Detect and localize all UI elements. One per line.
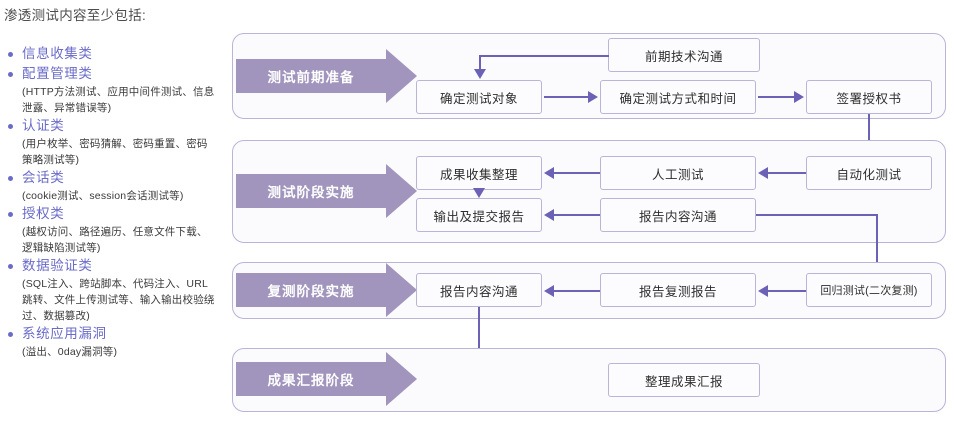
node-output-submit-report[interactable]: 输出及提交报告 [416,198,542,232]
list-item-label: 数据验证类 [22,258,93,273]
connector-line [554,172,600,174]
stage-arrowhead-icon [386,49,417,103]
connector-line [876,214,878,266]
connector-arrowhead-icon [758,167,768,179]
bullet-dot-icon [8,212,13,217]
connector-line [479,55,609,57]
scope-bullet-list: 信息收集类 配置管理类 (HTTP方法测试、应用中间件测试、信息泄露、异常错误等… [0,44,222,360]
list-item-description: (SQL注入、跨站脚本、代码注入、URL跳转、文件上传测试等、输入输出校验绕过、… [22,278,215,322]
node-determine-target[interactable]: 确定测试对象 [416,80,542,114]
node-pre-tech-communication[interactable]: 前期技术沟通 [608,38,760,72]
bullet-dot-icon [8,124,13,129]
connector-arrowhead-icon [473,188,485,198]
node-determine-method-time[interactable]: 确定测试方式和时间 [600,80,756,114]
list-item: 会话类 (cookie测试、session会话测试等) [0,168,222,204]
node-organize-report[interactable]: 整理成果汇报 [608,363,760,397]
list-item-description: (用户枚举、密码猜解、密码重置、密码策略测试等) [22,138,208,166]
bullet-dot-icon [8,72,13,77]
connector-arrowhead-icon [544,285,554,297]
connector-line [768,290,806,292]
connector-arrowhead-icon [544,209,554,221]
stage-label-test-execution: 测试阶段实施 [236,174,386,208]
list-item: 授权类 (越权访问、路径遍历、任意文件下载、逻辑缺陷测试等) [0,204,222,256]
node-manual-test[interactable]: 人工测试 [600,156,756,190]
list-item-description: (cookie测试、session会话测试等) [22,190,184,202]
connector-line [478,307,480,382]
bullet-dot-icon [8,52,13,57]
stage-label-retest: 复测阶段实施 [236,273,386,307]
page-title: 渗透测试内容至少包括: [4,8,147,23]
connector-arrowhead-icon [758,285,768,297]
list-item-label: 系统应用漏洞 [22,326,107,341]
bullet-dot-icon [8,176,13,181]
stage-arrowhead-icon [386,263,417,317]
list-item-label: 会话类 [22,170,65,185]
connector-line [544,96,588,98]
connector-line [758,96,794,98]
node-regression-test[interactable]: 回归测试(二次复测) [806,273,932,307]
list-item: 认证类 (用户枚举、密码猜解、密码重置、密码策略测试等) [0,116,222,168]
connector-arrowhead-icon [588,91,598,103]
stage-arrowhead-icon [386,164,417,218]
stage-label-reporting: 成果汇报阶段 [236,362,386,396]
node-report-content-communication[interactable]: 报告内容沟通 [600,198,756,232]
penetration-test-process-flowchart: 测试前期准备 前期技术沟通 确定测试对象 确定测试方式和时间 签署授权书 测试阶… [228,0,954,428]
node-retest-report[interactable]: 报告复测报告 [600,273,756,307]
connector-line [554,214,600,216]
bullet-dot-icon [8,332,13,337]
connector-line [768,172,806,174]
connector-arrowhead-icon [544,167,554,179]
list-item: 数据验证类 (SQL注入、跨站脚本、代码注入、URL跳转、文件上传测试等、输入输… [0,256,222,324]
penetration-test-scope-panel: 渗透测试内容至少包括: 信息收集类 配置管理类 (HTTP方法测试、应用中间件测… [0,0,222,428]
connector-arrowhead-icon [474,69,486,79]
list-item-label: 配置管理类 [22,66,93,81]
list-item: 系统应用漏洞 (溢出、0day漏洞等) [0,324,222,360]
connector-line [868,114,870,150]
list-item: 配置管理类 (HTTP方法测试、应用中间件测试、信息泄露、异常错误等) [0,64,222,116]
node-automated-test[interactable]: 自动化测试 [806,156,932,190]
list-item-label: 信息收集类 [22,46,93,61]
connector-line [756,214,878,216]
list-item-description: (HTTP方法测试、应用中间件测试、信息泄露、异常错误等) [22,86,215,114]
stage-arrowhead-icon [386,352,417,406]
bullet-dot-icon [8,264,13,269]
list-item-label: 授权类 [22,206,65,221]
list-item: 信息收集类 [0,44,222,64]
connector-arrowhead-icon [794,91,804,103]
connector-line [554,290,600,292]
connector-line [479,55,481,71]
node-collect-results[interactable]: 成果收集整理 [416,156,542,190]
stage-label-pre-test: 测试前期准备 [236,59,386,93]
list-item-label: 认证类 [22,118,65,133]
node-sign-authorization[interactable]: 签署授权书 [806,80,932,114]
list-item-description: (越权访问、路径遍历、任意文件下载、逻辑缺陷测试等) [22,226,208,254]
list-item-description: (溢出、0day漏洞等) [22,346,118,358]
node-retest-report-communication[interactable]: 报告内容沟通 [416,273,542,307]
